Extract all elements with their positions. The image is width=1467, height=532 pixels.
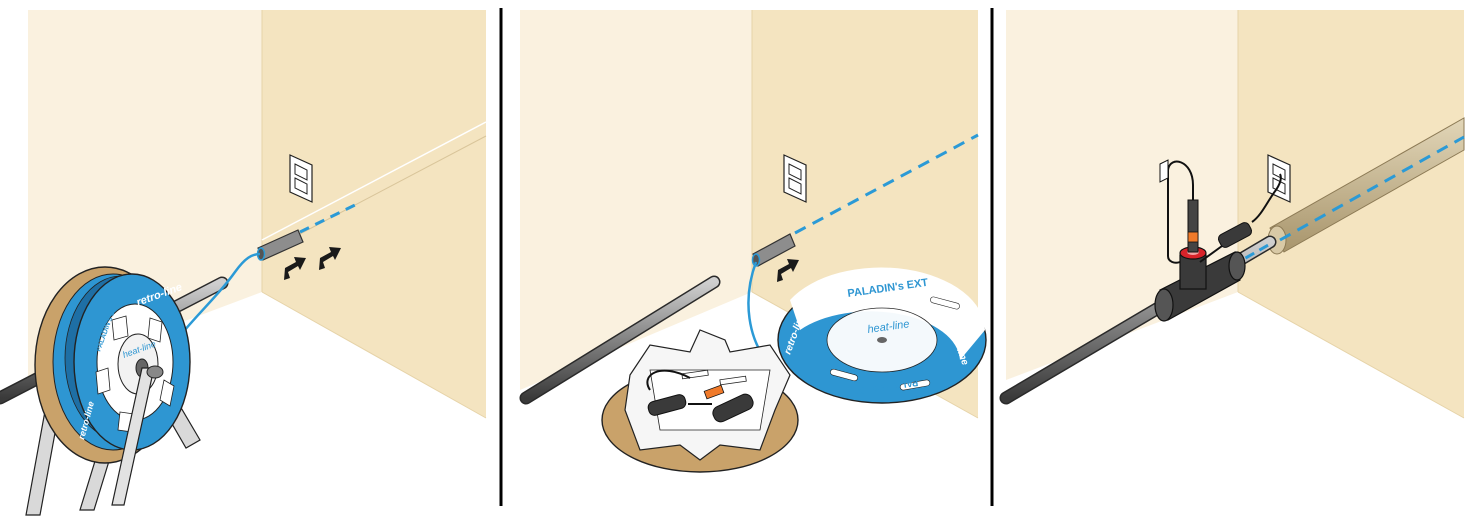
outlet-icon xyxy=(783,154,807,203)
side-wall xyxy=(262,10,486,418)
outlet-icon xyxy=(1267,154,1291,203)
pipe-icon xyxy=(519,275,721,405)
cable-sleeve-icon xyxy=(751,233,796,267)
push-arrow-icon xyxy=(284,247,341,280)
panel-3 xyxy=(999,10,1465,419)
disc-sub: heat-line xyxy=(867,318,910,336)
push-arrow-icon xyxy=(777,259,799,282)
box-icon xyxy=(601,329,799,473)
panel-1: retro-line heat-line PALADIN's EXT retro… xyxy=(0,10,487,516)
disc-icon: PALADIN's EXT heat-line retro-line retro… xyxy=(777,267,987,404)
tee-fitting-icon xyxy=(1154,199,1246,322)
outlet-icon xyxy=(289,154,313,203)
panel-2: PALADIN's EXT heat-line retro-line retro… xyxy=(519,10,987,473)
reel-icon: retro-line heat-line PALADIN's EXT retro… xyxy=(34,266,191,464)
power-cord-icon xyxy=(1159,159,1282,264)
